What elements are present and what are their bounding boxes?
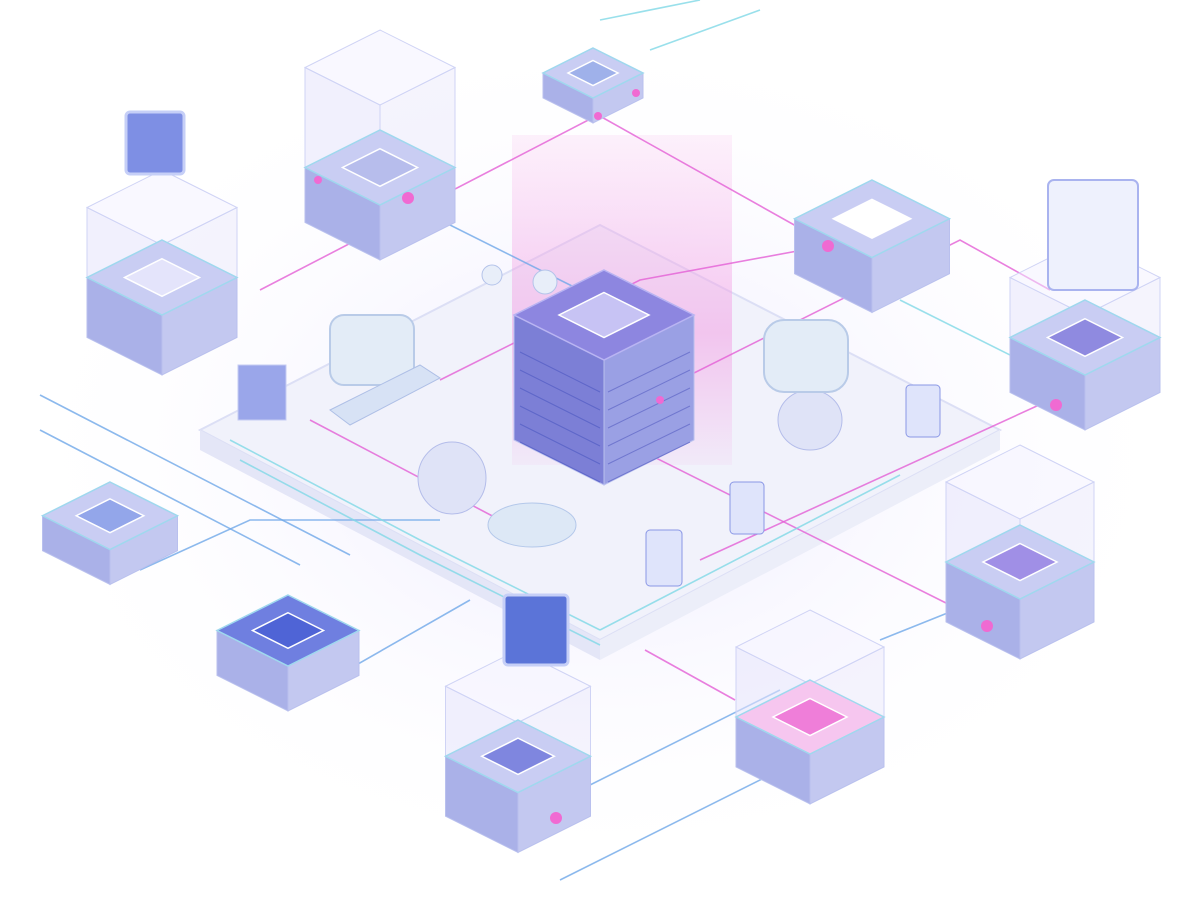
keyboard-icon: [329, 364, 441, 426]
server-slot: [519, 387, 601, 429]
node-dot: [594, 112, 602, 120]
server-slot: [519, 423, 601, 465]
node-dot: [981, 620, 993, 632]
connection-line: [559, 769, 781, 881]
person-icon: [729, 481, 765, 535]
platform-right-edge: [600, 430, 1000, 660]
server-icon: [557, 291, 651, 339]
person-icon: [905, 384, 941, 438]
server-slot: [519, 369, 601, 411]
monitor-icon: [124, 110, 186, 176]
chip-icon: [1045, 317, 1125, 358]
connection-line: [644, 649, 736, 701]
server-slot: [607, 441, 691, 483]
mouse-icon: [487, 502, 577, 548]
node-bottom-center: [443, 649, 593, 854]
lock-icon: [329, 314, 415, 386]
chart-icon: [645, 529, 683, 587]
antenna-icon: [771, 697, 849, 737]
chip-icon: [480, 737, 556, 776]
book-icon: [122, 257, 202, 298]
central-server: [512, 269, 696, 486]
monitor-icon: [502, 593, 570, 667]
coin-icon: [417, 441, 487, 515]
server-slot: [607, 351, 691, 393]
server-slot: [519, 351, 601, 393]
connection-line: [139, 519, 440, 571]
connection-line: [649, 9, 761, 51]
node-dot: [632, 89, 640, 97]
cloud-icon: [481, 264, 503, 286]
node-dot: [314, 176, 322, 184]
node-dot: [550, 812, 562, 824]
server-slot: [519, 405, 601, 447]
router-icon: [74, 498, 146, 534]
server-rack-icon: [340, 147, 420, 188]
connection-line: [599, 474, 901, 631]
node-dot: [402, 192, 414, 204]
node-top-left: [303, 29, 457, 261]
device-nodes: [40, 29, 1162, 854]
node-right-middle: [944, 444, 1096, 660]
node-top-tile: [541, 47, 645, 124]
server-slot: [519, 441, 601, 483]
connection-line: [439, 244, 831, 381]
node-left-book: [85, 169, 239, 376]
router-icon: [566, 59, 620, 87]
server-slot: [607, 405, 691, 447]
vr-headset-icon: [763, 319, 849, 393]
chip-icon: [981, 542, 1059, 582]
cloud-icon: [532, 269, 558, 295]
connection-line: [39, 394, 351, 556]
server-slot: [607, 423, 691, 465]
connection-line: [39, 429, 301, 566]
antenna-icon: [250, 611, 326, 650]
node-dot: [656, 396, 664, 404]
node-bottom-right-pink: [734, 609, 886, 805]
connection-line: [599, 0, 701, 21]
connection-line: [597, 114, 831, 246]
server-slot: [607, 369, 691, 411]
document-panel-icon: [1047, 179, 1139, 291]
node-tile-lower-left: [215, 594, 361, 712]
document-stack-icon: [831, 198, 913, 239]
router-icon: [237, 364, 287, 421]
glass-top: [303, 29, 457, 106]
node-right-stack: [792, 179, 952, 314]
glass-top: [944, 444, 1096, 520]
node-left-tile: [40, 481, 180, 586]
node-dot: [1051, 401, 1059, 409]
node-dot: [824, 242, 832, 250]
server-slot: [607, 387, 691, 429]
globe-icon: [777, 389, 843, 451]
